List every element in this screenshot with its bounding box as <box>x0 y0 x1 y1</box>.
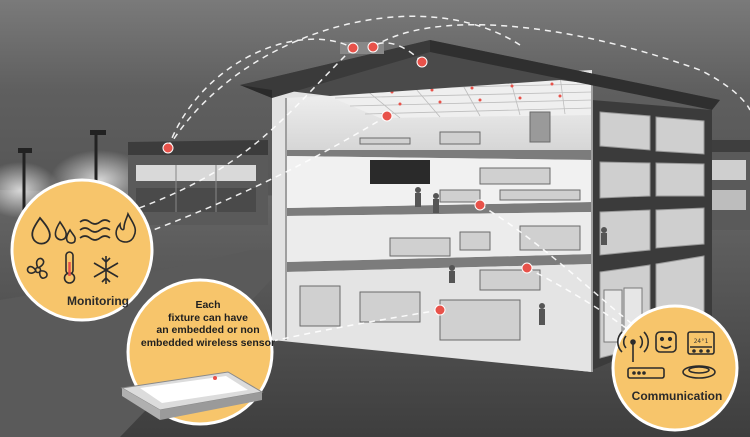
fixture-sensor-caption: Each fixture can have an embedded or non… <box>138 299 278 349</box>
wind-icon <box>79 219 111 241</box>
snowflake-icon <box>93 256 119 284</box>
sensor-dot <box>347 42 359 54</box>
flame-icon <box>115 211 137 243</box>
smart-plug-icon <box>655 331 677 353</box>
water-drop-icon <box>31 216 51 245</box>
sensor-dot <box>521 262 533 274</box>
wireless-sensors <box>162 41 533 316</box>
sensor-dot <box>367 41 379 53</box>
sensor-dot <box>434 304 446 316</box>
sensor-dot <box>474 199 486 211</box>
monitoring-callout <box>10 178 154 322</box>
fixture-caption-line: fixture can have <box>168 311 248 324</box>
sensor-dot <box>381 110 393 122</box>
sensor-dot <box>162 142 174 154</box>
thermostat-icon <box>687 331 715 355</box>
light-fixture-icon <box>120 371 264 420</box>
fixture-caption-line: an embedded or non <box>156 324 260 336</box>
background-building-left <box>128 140 268 225</box>
wireless-antenna-icon <box>617 331 649 362</box>
thermostat-display: 24°1 <box>693 338 709 345</box>
wireless-connection-lines <box>119 15 750 346</box>
smart-speaker-icon <box>682 365 716 379</box>
monitoring-label: Monitoring <box>67 294 129 308</box>
fixture-caption-line: embedded wireless sensor <box>140 336 276 349</box>
humidity-icon <box>54 220 76 244</box>
fixture-caption-line: Each <box>195 299 221 311</box>
communication-label: Communication <box>631 389 723 403</box>
communication-callout <box>611 304 739 432</box>
thermometer-icon <box>63 251 76 284</box>
fan-icon <box>26 257 48 279</box>
fixture-callout <box>120 278 274 426</box>
sensor-dot <box>416 56 428 68</box>
main-building <box>240 40 720 372</box>
occupants <box>415 187 607 325</box>
router-icon <box>627 367 665 379</box>
office-furniture <box>299 111 581 341</box>
